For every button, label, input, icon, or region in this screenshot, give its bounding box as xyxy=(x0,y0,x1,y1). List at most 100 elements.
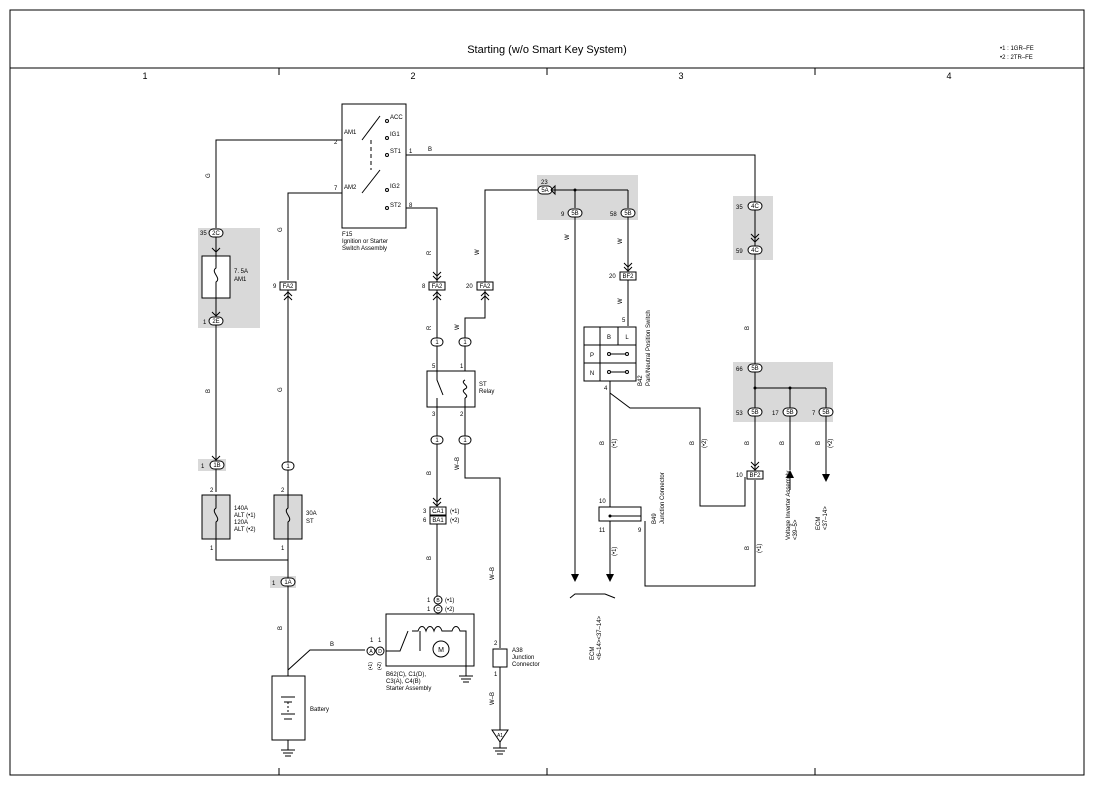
ground-a1-symbol xyxy=(491,729,509,743)
ignition-pin-1: 1 xyxy=(409,149,413,155)
pin-66-5b: 66 xyxy=(736,367,743,373)
fuse-alt-element xyxy=(213,495,219,539)
pin-6-ba1: 6 xyxy=(423,518,427,524)
fuse-st-name: ST xyxy=(306,519,314,525)
pin-1-st: 1 xyxy=(281,546,285,552)
fuse-alt-line1: 140A xyxy=(234,506,248,512)
wire-color-b: B xyxy=(206,389,212,393)
starter-label-line1: B62(C), C1(D), xyxy=(386,672,426,678)
frame xyxy=(9,9,1085,776)
connector-5b-label: 5B xyxy=(751,366,758,372)
junction-a38 xyxy=(492,648,508,668)
b49-ref: B49 xyxy=(652,513,658,524)
column-label: 4 xyxy=(946,71,951,81)
relay-pin-1: 1 xyxy=(460,364,464,370)
ignition-name-line2: Switch Assembly xyxy=(342,246,387,252)
pin-1-2e: 1 xyxy=(203,320,207,326)
ignition-terminal-st2: ST2 xyxy=(390,203,402,209)
splice-point xyxy=(573,188,577,192)
ground-a1-label: A1 xyxy=(497,733,503,739)
connector-bf2 xyxy=(746,470,764,480)
connector-1-relay-label: 1 xyxy=(435,438,439,444)
connector-1-relay-label: 1 xyxy=(435,340,439,346)
starter-ground xyxy=(459,660,473,683)
connector-c-circle xyxy=(433,604,443,614)
pnp-cell-l: L xyxy=(625,335,629,341)
fuse-am1-name: AM1 xyxy=(234,277,247,283)
connector-c: C xyxy=(436,607,440,613)
contact-point xyxy=(385,153,389,157)
fuse-alt-line2: ALT (•1) xyxy=(234,513,256,519)
wire-color-w: W xyxy=(618,238,624,244)
connector-ba1-label: BA1 xyxy=(432,518,444,524)
connector-5a-label: 5A xyxy=(541,188,548,194)
contact-point xyxy=(385,119,389,123)
ignition-switch-box xyxy=(341,103,407,229)
connector-bf2-label: BF2 xyxy=(622,274,634,280)
connector-chevron xyxy=(550,184,556,196)
contact-point xyxy=(385,188,389,192)
fuse-st-rating: 30A xyxy=(306,511,317,517)
pnp-contacts xyxy=(609,353,627,373)
column-label: 1 xyxy=(142,71,147,81)
pnp-contact xyxy=(625,352,629,356)
splice-point xyxy=(753,386,757,390)
connector-chevron xyxy=(432,291,442,301)
wire-color-b: B xyxy=(780,441,786,445)
ignition-contact-am2 xyxy=(361,169,381,194)
connector-chevron xyxy=(283,291,293,301)
a38-pin-2: 2 xyxy=(494,641,498,647)
wire-5a-split xyxy=(552,189,629,208)
connector-chevron xyxy=(623,262,633,272)
connector-1-st-label: 1 xyxy=(286,464,290,470)
ignition-terminal-acc: ACC xyxy=(390,115,403,121)
a38-name-line2: Connector xyxy=(512,662,540,668)
battery-ground xyxy=(281,740,295,757)
wire-am2-g xyxy=(287,192,342,280)
ignition-terminal-am1: AM1 xyxy=(344,130,357,136)
wire-color-r: R xyxy=(427,250,433,255)
fuse-am1-element xyxy=(213,256,219,298)
connector-5b-label: 5B xyxy=(786,410,793,416)
connector-1-relay-label: 1 xyxy=(463,340,467,346)
column-label: 3 xyxy=(678,71,683,81)
starter-body xyxy=(385,613,475,667)
pin-9-fa2: 9 xyxy=(273,284,277,290)
pnp-ref: B42 xyxy=(638,375,644,386)
splice-point xyxy=(608,514,612,518)
pin-1-alt: 1 xyxy=(210,546,214,552)
connector-1b-label: 1B xyxy=(213,463,220,469)
connector-1b xyxy=(209,460,225,470)
st-relay-name-line1: ST xyxy=(479,382,487,388)
wire-pnp-bf2 xyxy=(609,392,746,507)
wire-color-r: R xyxy=(427,325,433,330)
a38-pin-1: 1 xyxy=(494,672,498,678)
variant-2-label: (•2) xyxy=(377,662,383,670)
pin-58-5b: 58 xyxy=(610,212,617,218)
pnp-cell-p: P xyxy=(590,353,594,359)
variant-1-label: (•1) xyxy=(445,598,454,604)
wire-color-b: B xyxy=(745,546,751,550)
st-relay-internal xyxy=(436,346,468,407)
pin-1-1b: 1 xyxy=(201,464,205,470)
pnp-cell-b: B xyxy=(607,335,611,341)
connector-5b-label: 5B xyxy=(571,211,578,217)
starter-motor-label: M xyxy=(438,647,444,654)
st-relay-body xyxy=(426,370,476,408)
wire-color-b: B xyxy=(330,642,334,648)
connector-chevron xyxy=(211,455,221,461)
ignition-pin-2: 2 xyxy=(334,140,338,146)
variant-1-label: (•1) xyxy=(368,662,374,670)
relay-pin-3: 3 xyxy=(432,412,436,418)
wire-am1-g xyxy=(215,139,342,228)
connector-chevron xyxy=(432,271,442,281)
wire-color-b: B xyxy=(745,441,751,445)
pnp-contact xyxy=(607,370,611,374)
pin-3-ca1: 3 xyxy=(423,509,427,515)
pin-2-st: 2 xyxy=(281,488,285,494)
pnp-cell-n: N xyxy=(590,371,594,377)
pin-2-alt: 2 xyxy=(210,488,214,494)
wire-relay-wb xyxy=(464,444,501,648)
wire-color-b: B xyxy=(428,147,432,153)
